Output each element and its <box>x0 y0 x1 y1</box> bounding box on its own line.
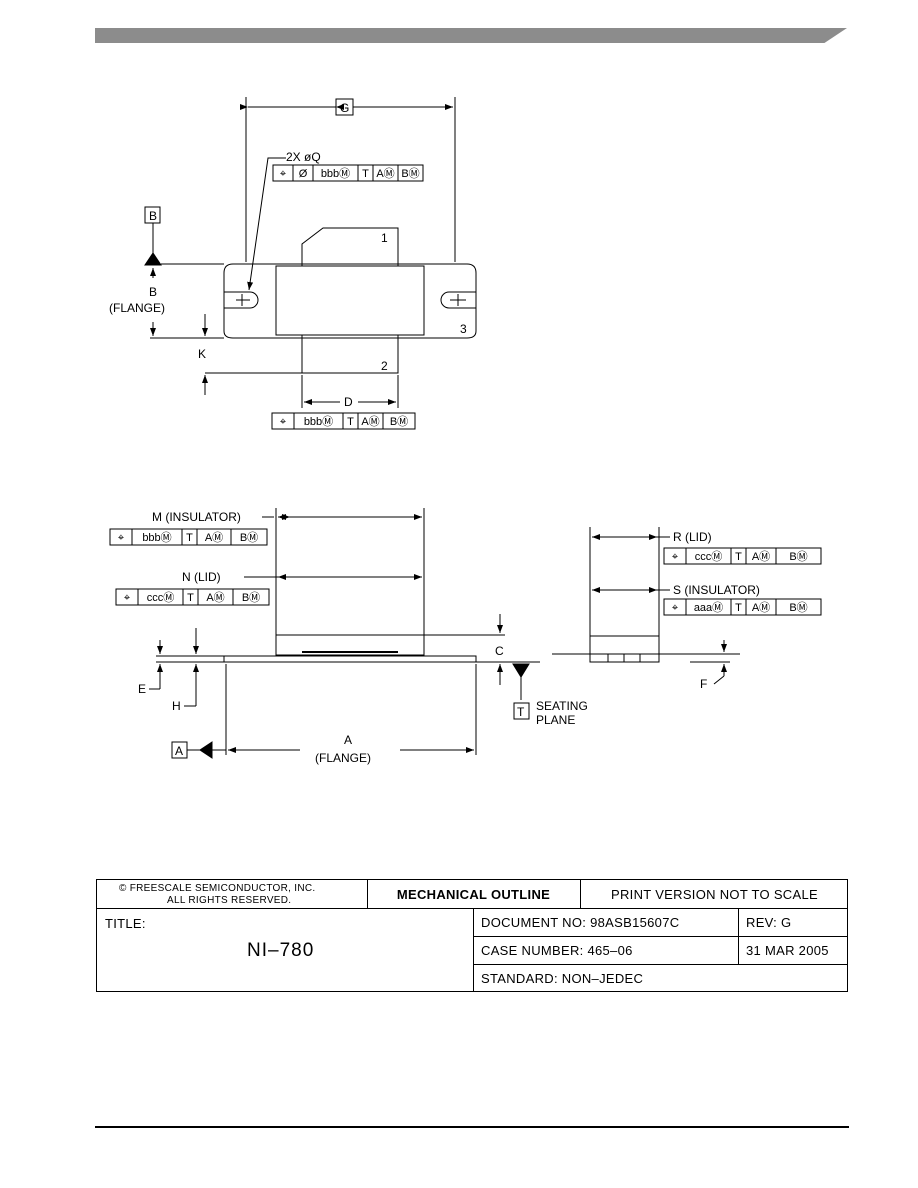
fcf-cell-text: ⌖ <box>280 168 286 180</box>
seating-plane-2: PLANE <box>536 713 575 727</box>
dim-b-sublabel: (FLANGE) <box>109 301 165 315</box>
hole-callout: 2X øQ <box>286 150 321 164</box>
fcf-cell <box>775 598 822 616</box>
revision-date: 31 MAR 2005 <box>746 943 829 958</box>
print-version-note: PRINT VERSION NOT TO SCALE <box>611 887 818 902</box>
front-view <box>149 508 540 759</box>
dim-e-label: E <box>138 682 146 696</box>
dim-b-label: B <box>149 285 157 299</box>
dim-a-label: A <box>344 733 352 747</box>
case-number: CASE NUMBER: 465–06 <box>481 943 633 958</box>
side-view-labels: R (LID) S (INSULATOR) F <box>673 530 760 691</box>
fcf-cell-text: bbbⓂ <box>304 415 333 428</box>
dim-k-label: K <box>198 347 206 361</box>
dim-d-label: D <box>344 395 353 409</box>
fcf-lid-r: ⌖ cccⓂ T AⓂ BⓂ <box>663 547 822 565</box>
fcf-cell-text: ⌖ <box>280 416 286 428</box>
fcf-cell-text: ⌖ <box>124 592 130 604</box>
copyright-notice: © FREESCALE SEMICONDUCTOR, INC. ALL RIGH… <box>119 883 369 907</box>
header-banner <box>95 28 847 43</box>
fcf-cell-text: AⓂ <box>752 550 770 563</box>
datum-a-label: A <box>175 744 183 758</box>
fcf-cell-text: T <box>186 532 193 544</box>
dim-c-label: C <box>495 644 504 658</box>
dim-f-label: F <box>700 677 707 691</box>
fcf-cell-text: aaaⓂ <box>694 601 723 614</box>
fcf-cell-text: BⓂ <box>242 591 260 604</box>
copyright-line-1: © FREESCALE SEMICONDUCTOR, INC. <box>119 883 316 894</box>
dim-g-label: G <box>340 101 349 115</box>
standard: STANDARD: NON–JEDEC <box>481 971 644 986</box>
fcf-cell <box>382 412 416 430</box>
fcf-cell-text: cccⓂ <box>695 550 723 563</box>
fcf-cell-text: AⓂ <box>361 415 379 428</box>
title-label: TITLE: <box>105 916 146 931</box>
fcf-cell-text: AⓂ <box>376 167 394 180</box>
dim-h-label: H <box>172 699 181 713</box>
top-view: G <box>144 97 477 408</box>
dim-r-label: R (LID) <box>673 530 712 544</box>
fcf-cell-text: T <box>187 592 194 604</box>
dim-n-label: N (LID) <box>182 570 221 584</box>
document-number: DOCUMENT NO: 98ASB15607C <box>481 915 680 930</box>
datum-t-label: T <box>517 705 525 719</box>
fcf-cell-text: cccⓂ <box>147 591 175 604</box>
dim-a-sublabel: (FLANGE) <box>315 751 371 765</box>
mechanical-outline-heading: MECHANICAL OUTLINE <box>396 887 551 902</box>
fcf-cell-text: ⌖ <box>672 551 678 563</box>
fcf-insulator-m: ⌖ bbbⓂ T AⓂ BⓂ <box>109 528 268 546</box>
fcf-cell-text: bbbⓂ <box>142 531 171 544</box>
fcf-cell <box>397 164 424 182</box>
fcf-cell <box>232 588 270 606</box>
fcf-cell-text: BⓂ <box>401 167 419 180</box>
revision: REV: G <box>746 915 792 930</box>
pin-1-label: 1 <box>381 231 388 245</box>
dim-s-label: S (INSULATOR) <box>673 583 760 597</box>
fcf-cell-text: BⓂ <box>789 550 807 563</box>
seating-plane-1: SEATING <box>536 699 588 713</box>
fcf-lid-n: ⌖ cccⓂ T AⓂ BⓂ <box>115 588 270 606</box>
copyright-line-2: ALL RIGHTS RESERVED. <box>167 895 292 906</box>
pin-3-label: 3 <box>460 322 467 336</box>
fcf-lead: ⌖ bbbⓂ T AⓂ BⓂ <box>271 412 416 430</box>
title-value: NI–780 <box>247 940 315 961</box>
fcf-cell <box>230 528 268 546</box>
fcf-cell-text: Ø <box>299 168 308 180</box>
fcf-cell-text: ⌖ <box>118 532 124 544</box>
mechanical-drawing: G 2X øQ <box>109 97 822 765</box>
datum-b-label: B <box>149 209 157 223</box>
dim-m-label: M (INSULATOR) <box>152 510 241 524</box>
top-view-labels: 2X øQ B B (FLANGE) K D 1 2 3 <box>109 150 467 409</box>
fcf-cell-text: T <box>362 168 369 180</box>
fcf-cell-text: BⓂ <box>789 601 807 614</box>
footer-rule <box>95 1126 849 1128</box>
fcf-cell-text: BⓂ <box>390 415 408 428</box>
title-block: © FREESCALE SEMICONDUCTOR, INC. ALL RIGH… <box>96 879 848 992</box>
fcf-cell-text: AⓂ <box>752 601 770 614</box>
fcf-cell-text: AⓂ <box>206 591 224 604</box>
fcf-insulator-s: ⌖ aaaⓂ T AⓂ BⓂ <box>663 598 822 616</box>
fcf-cell-text: BⓂ <box>240 531 258 544</box>
fcf-cell-text: T <box>347 416 354 428</box>
fcf-cell-text: T <box>735 602 742 614</box>
fcf-cell-text: T <box>735 551 742 563</box>
pin-2-label: 2 <box>381 359 388 373</box>
fcf-cell-text: AⓂ <box>205 531 223 544</box>
side-view <box>552 527 740 685</box>
fcf-cell <box>775 547 822 565</box>
fcf-cell-text: ⌖ <box>672 602 678 614</box>
front-view-labels: M (INSULATOR) N (LID) C E H T SEATING PL… <box>138 510 588 765</box>
fcf-cell-text: bbbⓂ <box>321 167 350 180</box>
